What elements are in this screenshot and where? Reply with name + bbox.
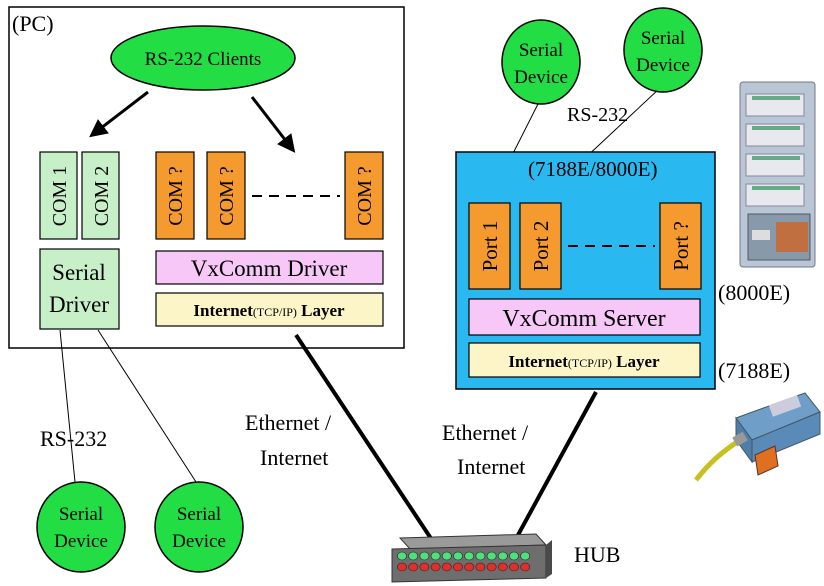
arrow-to-virtual-com bbox=[250, 96, 296, 153]
pc-serial-device-1 bbox=[36, 481, 126, 573]
com2-label: COM 2 bbox=[91, 166, 113, 227]
pc-serial-line-1 bbox=[59, 329, 76, 483]
pc-serial-device-2-line1: Serial bbox=[177, 504, 221, 525]
server-internet-sub: (TCP/IP) bbox=[568, 356, 612, 370]
server-serial-device-1 bbox=[501, 19, 581, 105]
hub-led-green bbox=[497, 551, 508, 561]
hub-led-red bbox=[497, 562, 508, 572]
com1-label: COM 1 bbox=[49, 166, 71, 227]
virtual-com-label-2: COM ? bbox=[216, 166, 238, 226]
pc-rs232-label: RS-232 bbox=[40, 426, 107, 451]
server-serial-device-1-line2: Device bbox=[514, 67, 568, 88]
hub-led-red bbox=[419, 562, 430, 572]
pc-internet-sub: (TCP/IP) bbox=[253, 305, 297, 319]
hub-led-red bbox=[397, 562, 407, 572]
hub-led-green bbox=[486, 551, 497, 561]
hub-led-red bbox=[520, 562, 531, 572]
port1-label: Port 1 bbox=[478, 221, 502, 272]
port2-label: Port 2 bbox=[529, 221, 553, 272]
server-ethernet-cable bbox=[516, 391, 598, 536]
hub-led-red bbox=[441, 562, 452, 572]
hub-led-green bbox=[408, 551, 419, 561]
pc-internet-layer-box bbox=[155, 292, 384, 327]
pc-serial-device-2-line2: Device bbox=[172, 531, 226, 552]
serial-driver-label-2: Driver bbox=[49, 292, 109, 317]
hub-led-red bbox=[486, 562, 497, 572]
server-label: (7188E/8000E) bbox=[528, 157, 657, 181]
hub-led-green bbox=[520, 551, 531, 561]
vxcomm-server-box bbox=[468, 298, 701, 336]
pc-serial-line-2 bbox=[97, 329, 197, 483]
hub-led-green bbox=[441, 551, 452, 561]
hub-led-green bbox=[397, 551, 407, 561]
serial-driver-label-1: Serial bbox=[52, 260, 106, 285]
com2-box bbox=[81, 151, 120, 240]
server-internet-main: Internet bbox=[508, 352, 568, 371]
arrow-to-com bbox=[89, 90, 149, 138]
pc-internet-main: Internet bbox=[193, 301, 253, 320]
pc-serial-device-1-line1: Serial bbox=[59, 504, 103, 525]
pc-ethernet-cable bbox=[294, 333, 434, 542]
pc-internet-end: Layer bbox=[297, 301, 345, 320]
server-internet-layer-box bbox=[468, 342, 701, 378]
hub-led-green bbox=[509, 551, 519, 561]
server-serial-device-2 bbox=[623, 7, 703, 93]
device-8000e-label: (8000E) bbox=[718, 280, 790, 305]
device-7188e-label: (7188E) bbox=[718, 358, 790, 383]
virtual-com-label-1: COM ? bbox=[165, 166, 187, 226]
hub-led-green bbox=[430, 551, 441, 561]
vxcomm-driver-label: VxComm Driver bbox=[191, 256, 348, 281]
pc-ethernet-label-2: Internet bbox=[260, 445, 328, 470]
virtual-com-label-3: COM ? bbox=[354, 166, 376, 226]
server-ethernet-label-1: Ethernet / bbox=[442, 420, 529, 445]
pc-serial-device-2 bbox=[154, 481, 244, 573]
virtual-com-box-1 bbox=[155, 151, 195, 240]
virtual-com-box-3 bbox=[344, 151, 384, 240]
com1-box bbox=[39, 151, 78, 240]
device-7188e-icon bbox=[694, 392, 821, 482]
hub-led-green bbox=[419, 551, 430, 561]
port1-box bbox=[468, 202, 511, 290]
hub-led-red bbox=[408, 562, 419, 572]
hub-led-green bbox=[464, 551, 475, 561]
server-serial-device-1-line1: Serial bbox=[519, 40, 563, 61]
server-internet-layer-label: Internet(TCP/IP) Layer bbox=[508, 352, 660, 371]
server-serial-device-2-line1: Serial bbox=[641, 28, 685, 49]
hub-led-red bbox=[475, 562, 486, 572]
port2-box bbox=[519, 202, 562, 290]
hub-led-red bbox=[430, 562, 441, 572]
hub-led-green bbox=[453, 551, 463, 561]
hub-led-red bbox=[453, 562, 463, 572]
pc-serial-device-1-line2: Device bbox=[54, 531, 108, 552]
server-rs232-label: RS-232 bbox=[567, 104, 628, 126]
server-internet-end: Layer bbox=[612, 352, 660, 371]
port3-label: Port ? bbox=[669, 221, 693, 271]
pc-internet-layer-label: Internet(TCP/IP) Layer bbox=[193, 301, 345, 320]
rs232-clients-label: RS-232 Clients bbox=[145, 49, 262, 70]
virtual-com-box-2 bbox=[206, 151, 246, 240]
server-ethernet-label-2: Internet bbox=[457, 454, 525, 479]
vxcomm-driver-box bbox=[155, 250, 384, 285]
hub-label: HUB bbox=[574, 542, 620, 567]
hub-led-red bbox=[464, 562, 475, 572]
hub-led-green bbox=[475, 551, 486, 561]
device-8000e-icon bbox=[739, 81, 816, 268]
server-serial-device-2-line2: Device bbox=[636, 55, 690, 76]
rs232-clients-node bbox=[110, 25, 296, 91]
hub-icon bbox=[391, 533, 552, 583]
port3-box bbox=[659, 202, 702, 290]
pc-label: (PC) bbox=[12, 11, 54, 36]
hub-led-red bbox=[509, 562, 519, 572]
pc-ethernet-label-1: Ethernet / bbox=[245, 410, 332, 435]
serial-driver-box bbox=[39, 248, 120, 330]
vxcomm-server-label: VxComm Server bbox=[502, 306, 665, 332]
